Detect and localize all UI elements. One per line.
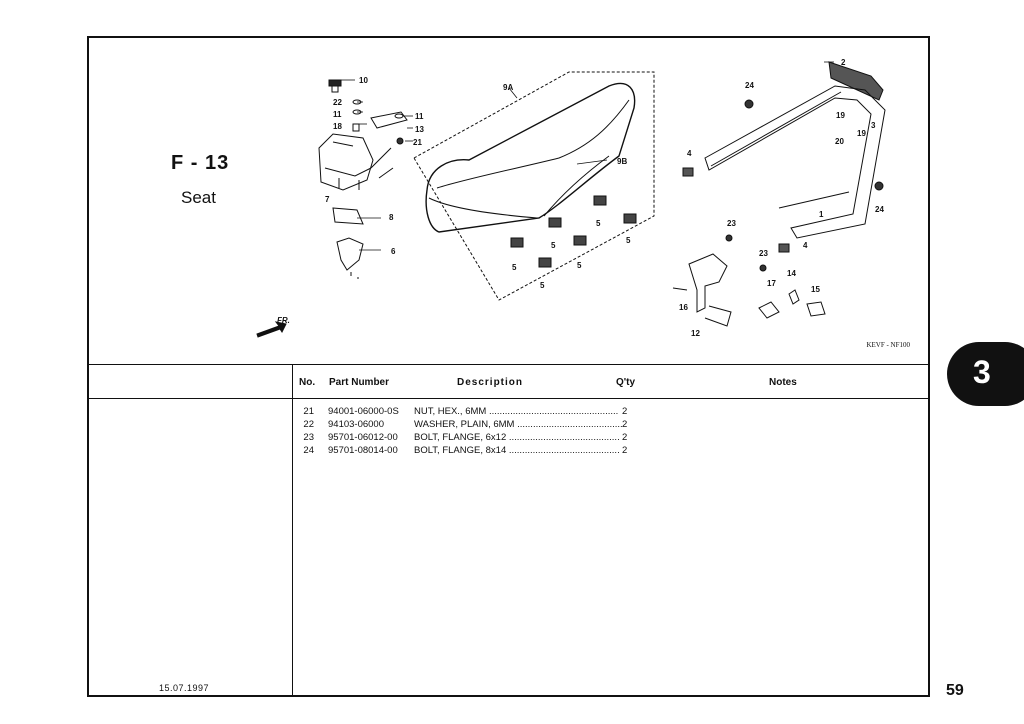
exploded-parts-diagram: 10 22 11 18 11 13 21 7 8 6 9A 9B 5 5 5 5… xyxy=(256,58,886,338)
callout-5: 5 xyxy=(577,261,582,270)
callout-6: 6 xyxy=(391,247,396,256)
header-description: Description xyxy=(457,377,524,388)
callout-8: 8 xyxy=(389,213,394,222)
cell-no: 24 xyxy=(303,445,314,456)
header-no: No. xyxy=(299,377,316,388)
callout-4: 4 xyxy=(803,241,808,250)
callout-1: 1 xyxy=(819,210,824,219)
header-part-number: Part Number xyxy=(329,377,390,388)
print-date: 15.07.1997 xyxy=(159,683,210,693)
table-top-rule xyxy=(89,364,928,365)
callout-22: 22 xyxy=(333,98,342,107)
callout-3: 3 xyxy=(871,121,876,130)
section-title: Seat xyxy=(181,188,216,207)
callout-5: 5 xyxy=(540,281,545,290)
diagram-reference-code: KEVF - NF100 xyxy=(866,341,910,349)
callout-11: 11 xyxy=(415,112,424,121)
callout-23: 23 xyxy=(727,219,736,228)
callout-5: 5 xyxy=(512,263,517,272)
cell-part-number: 95701-06012-00 xyxy=(328,432,398,443)
cell-qty: 2 xyxy=(622,445,628,456)
cell-qty: 2 xyxy=(622,432,628,443)
cell-description: BOLT, FLANGE, 8x14 .....................… xyxy=(414,445,620,456)
cell-description: WASHER, PLAIN, 6MM .....................… xyxy=(414,419,623,430)
callout-20: 20 xyxy=(835,137,844,146)
callout-9B: 9B xyxy=(617,157,627,166)
cell-qty: 2 xyxy=(622,419,628,430)
callout-19: 19 xyxy=(857,129,866,138)
cell-description: NUT, HEX., 6MM .........................… xyxy=(414,406,619,417)
cell-part-number: 94001-06000-0S xyxy=(328,406,399,417)
page-frame: F - 13 Seat xyxy=(87,36,930,697)
callout-11: 11 xyxy=(333,110,342,119)
callout-13: 13 xyxy=(415,125,424,134)
cell-part-number: 95701-08014-00 xyxy=(328,445,398,456)
callout-14: 14 xyxy=(787,269,796,278)
chapter-tab: 3 xyxy=(947,342,1024,406)
cell-qty: 2 xyxy=(622,406,628,417)
callout-24: 24 xyxy=(745,81,754,90)
callout-5: 5 xyxy=(551,241,556,250)
seat-drawing xyxy=(413,71,655,301)
callout-17: 17 xyxy=(767,279,776,288)
table-left-divider xyxy=(292,364,293,695)
page-number: 59 xyxy=(946,682,964,699)
callout-5: 5 xyxy=(596,219,601,228)
callout-9A: 9A xyxy=(503,83,513,92)
callout-2: 2 xyxy=(841,58,846,67)
section-code: F - 13 xyxy=(171,152,230,174)
seat-clips-drawing xyxy=(510,195,637,268)
cell-no: 22 xyxy=(303,419,314,430)
callout-numbers: 10 22 11 18 11 13 21 7 8 6 9A 9B 5 5 5 5… xyxy=(277,58,884,338)
cell-no: 23 xyxy=(303,432,314,443)
callout-7: 7 xyxy=(325,195,330,204)
callout-4: 4 xyxy=(687,149,692,158)
cell-part-number: 94103-06000 xyxy=(328,419,384,430)
callout-23: 23 xyxy=(759,249,768,258)
callout-21: 21 xyxy=(413,138,422,147)
table-header-rule xyxy=(89,398,928,399)
callout-10: 10 xyxy=(359,76,368,85)
front-arrow-icon xyxy=(256,321,287,338)
callout-24: 24 xyxy=(875,205,884,214)
leader-lines xyxy=(341,61,834,251)
header-notes: Notes xyxy=(769,377,797,388)
callout-5: 5 xyxy=(626,236,631,245)
callout-19: 19 xyxy=(836,111,845,120)
callout-16: 16 xyxy=(679,303,688,312)
callout-18: 18 xyxy=(333,122,342,131)
grab-rail-drawing xyxy=(682,61,886,253)
header-qty: Q'ty xyxy=(616,377,636,388)
front-arrow-label: FR. xyxy=(277,316,290,325)
seat-lock-mechanism-drawing xyxy=(672,234,826,327)
chapter-number: 3 xyxy=(973,354,991,390)
callout-12: 12 xyxy=(691,329,700,338)
cell-no: 21 xyxy=(303,406,314,417)
callout-15: 15 xyxy=(811,285,820,294)
cell-description: BOLT, FLANGE, 6x12 .....................… xyxy=(414,432,620,443)
